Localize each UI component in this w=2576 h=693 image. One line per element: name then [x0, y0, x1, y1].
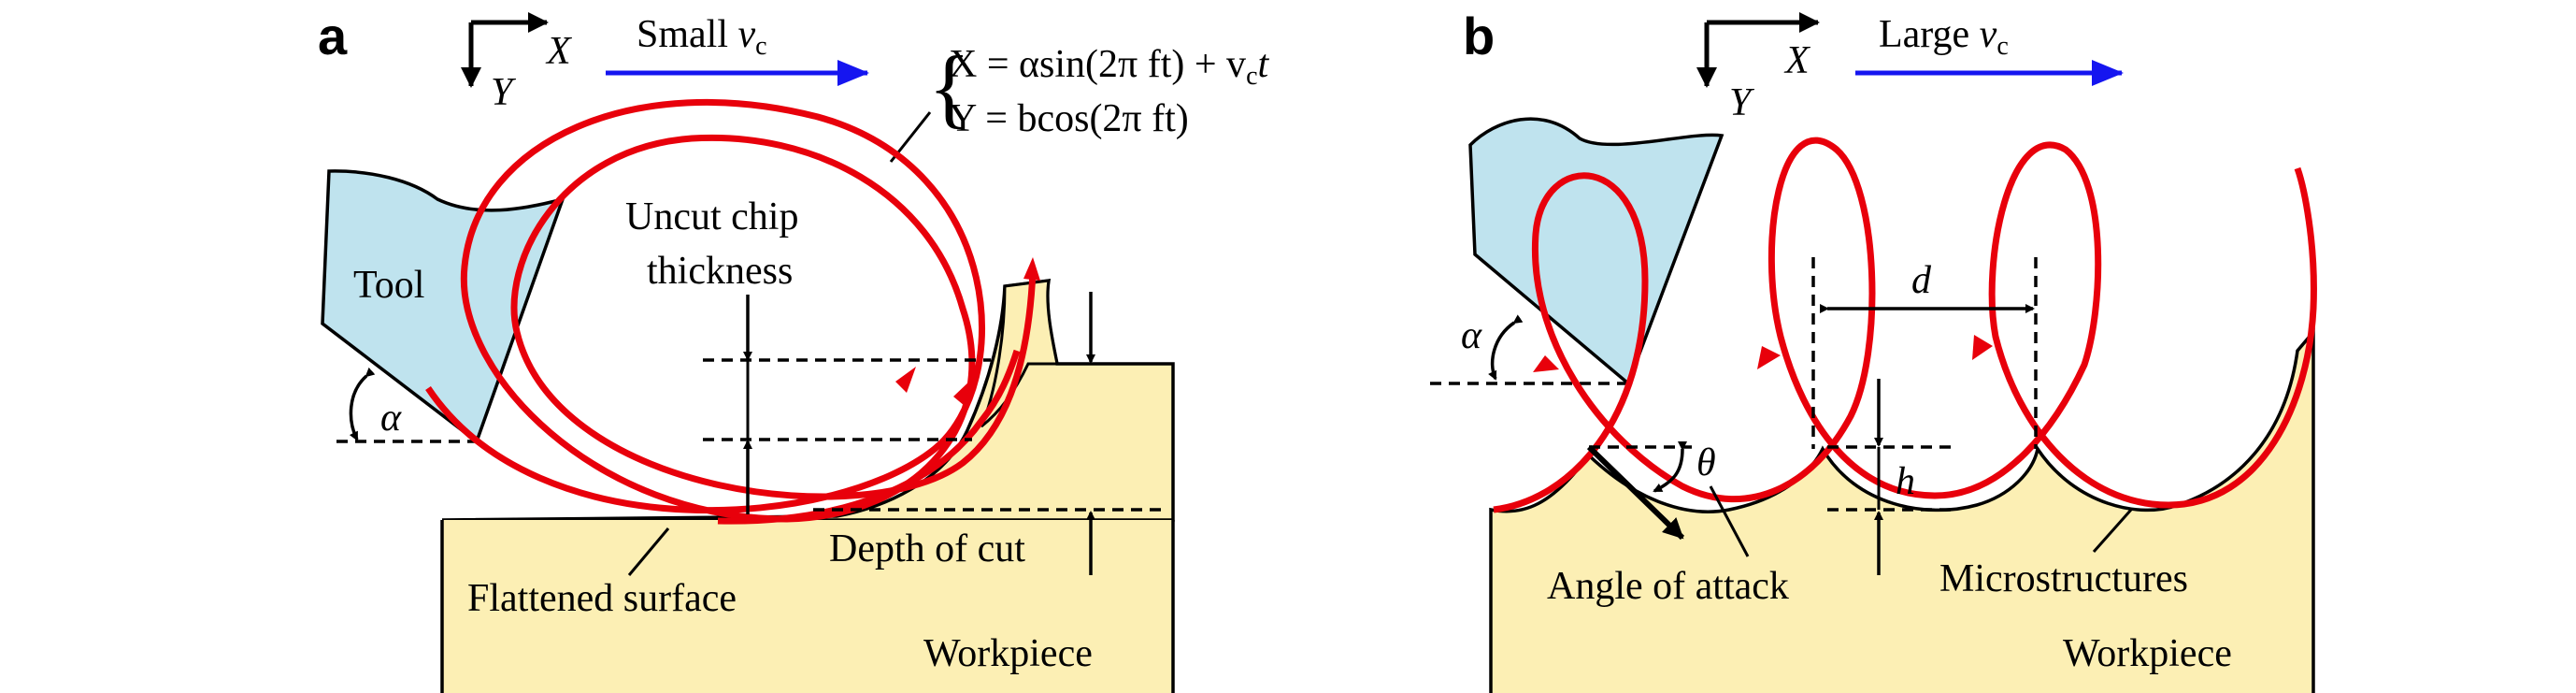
trajectory-b-arrowhead-1: [1533, 355, 1559, 372]
tool-a: [321, 169, 565, 444]
panel-a-axis-y-label: Y: [491, 71, 517, 114]
angle-of-attack-label: Angle of attack: [1547, 565, 1789, 608]
alpha-arc-b: [1488, 314, 1524, 381]
tool-label-a: Tool: [353, 264, 424, 307]
panel-b-axes: X Y: [1696, 12, 1820, 124]
panel-a-equation: { X = αsin(2π ft) + vct Y = bcos(2π ft): [889, 37, 1270, 163]
trajectory-arrowhead-2: [953, 379, 972, 406]
uncut-label-line2: thickness: [647, 250, 793, 293]
panel-b: b X Y Large vc α: [1430, 7, 2317, 693]
panel-a: a X Y Small vc { X = αsin(2π ft) + vct Y…: [318, 7, 1270, 693]
svg-text:Large vc: Large vc: [1879, 13, 2009, 61]
panel-a-axis-x-label: X: [545, 30, 573, 73]
panel-b-speed-label: Large: [1879, 13, 1980, 56]
depth-of-cut-label: Depth of cut: [829, 527, 1025, 570]
svg-text:Small vc: Small vc: [637, 13, 767, 61]
flattened-leader: [627, 527, 670, 576]
alpha-label-a: α: [380, 397, 402, 440]
microstructures-label: Microstructures: [1939, 557, 2188, 600]
depth-of-cut-annotation: Depth of cut: [813, 292, 1168, 575]
equation-line-1: X = αsin(2π ft) + v: [949, 43, 1246, 86]
alpha-arc-a: [349, 367, 376, 441]
trajectory-a: [425, 98, 1040, 525]
panel-b-speed-sub: c: [1996, 32, 2008, 61]
angle-of-attack-annotation: θ Angle of attack: [1547, 440, 1789, 608]
panel-a-axes: X Y: [461, 12, 573, 114]
workpiece-b: [1489, 327, 2315, 693]
theta-label: θ: [1696, 441, 1716, 484]
flattened-surface-label: Flattened surface: [467, 577, 737, 620]
panel-b-speed-indicator: Large vc: [1855, 13, 2124, 86]
panel-a-speed-indicator: Small vc: [606, 13, 869, 86]
microstructures-leader: [2092, 509, 2133, 553]
spacing-d-annotation: d: [1811, 257, 2038, 449]
workpiece-label-b: Workpiece: [2063, 632, 2232, 675]
panel-a-speed-symbol: v: [738, 13, 756, 56]
panel-b-letter: b: [1463, 7, 1495, 65]
panel-b-axis-y-label: Y: [1729, 81, 1755, 124]
trajectory-loops-a: [425, 98, 1037, 523]
workpiece-label-a: Workpiece: [923, 632, 1093, 675]
h-label: h: [1896, 460, 1915, 503]
attack-direction-arrow: [1586, 444, 1685, 541]
panel-a-speed-label: Small: [637, 13, 738, 56]
tool-b: [1468, 117, 1724, 386]
trajectory-arrowhead-1: [895, 367, 916, 393]
alpha-label-b: α: [1461, 314, 1482, 357]
uncut-label-line1: Uncut chip: [625, 195, 798, 238]
trajectory-b: [1493, 137, 2317, 513]
panel-a-letter: a: [318, 7, 348, 65]
trajectory-loops-b: [1493, 137, 2317, 513]
panel-a-speed-sub: c: [755, 32, 766, 61]
height-h-annotation: h: [1827, 379, 1958, 575]
trajectory-b-arrowhead-2: [1757, 346, 1781, 369]
svg-text:X = αsin(2π ft) + vct: X = αsin(2π ft) + vct: [949, 43, 1270, 91]
trajectory-b-arrowhead-3: [1972, 335, 1993, 360]
equation-line-2: Y = bcos(2π ft): [949, 97, 1189, 140]
panel-b-speed-symbol: v: [1980, 13, 1997, 56]
uncut-chip-thickness-annotation: Uncut chip thickness: [625, 195, 991, 514]
trajectory-arrowhead-3: [1023, 257, 1040, 281]
d-label: d: [1911, 259, 1932, 302]
svg-text:{: {: [928, 37, 971, 137]
panel-b-axis-x-label: X: [1783, 39, 1811, 82]
